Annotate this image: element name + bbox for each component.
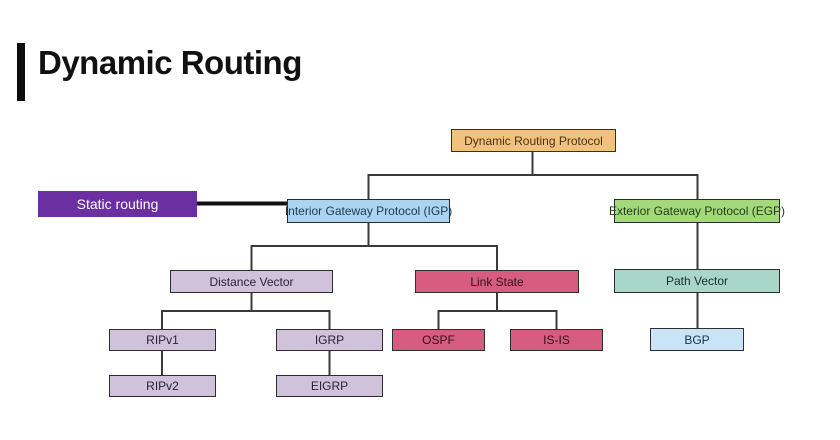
node-interior-gateway-protocol: Interior Gateway Protocol (IGP) (285, 199, 452, 223)
edge-drp-to-igp-egp (367, 152, 699, 199)
node-link-state: Link State (415, 270, 579, 293)
node-isis: IS-IS (510, 329, 603, 351)
node-static-routing: Static routing (38, 191, 197, 217)
node-exterior-gateway-protocol: Exterior Gateway Protocol (EGP) (609, 199, 785, 223)
edge-ls-to-ospf-isis (437, 293, 558, 329)
title-accent-bar (17, 43, 25, 101)
edge-igp-to-dv-ls (250, 223, 498, 270)
node-bgp: BGP (650, 328, 744, 351)
node-igrp: IGRP (276, 329, 383, 351)
node-ripv1: RIPv1 (109, 329, 216, 351)
node-ospf: OSPF (392, 329, 485, 351)
edge-dv-to-ripv1-igrp (161, 293, 331, 329)
page-title: Dynamic Routing (38, 44, 302, 81)
node-distance-vector: Distance Vector (170, 270, 333, 293)
node-eigrp: EIGRP (276, 375, 383, 397)
node-dynamic-routing-protocol: Dynamic Routing Protocol (451, 129, 616, 152)
node-ripv2: RIPv2 (109, 375, 216, 397)
node-path-vector: Path Vector (614, 269, 780, 293)
